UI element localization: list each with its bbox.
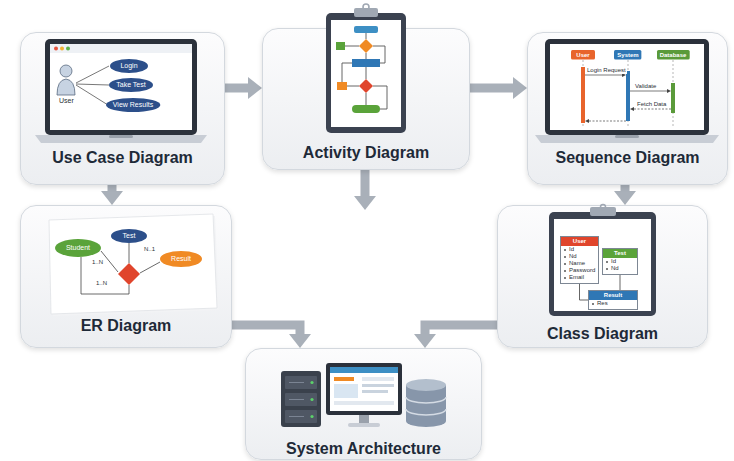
node-label: Student — [66, 244, 90, 252]
message-label: Login Request — [586, 67, 627, 74]
bullet-dot — [564, 263, 566, 265]
class-name: User — [573, 238, 586, 245]
cardinality-label: 1..N — [95, 280, 108, 287]
message-label: Fetch Data — [636, 101, 667, 108]
bullet-dot — [606, 261, 608, 263]
bullet-dot — [606, 268, 608, 270]
association-line — [620, 275, 621, 290]
connector-line — [621, 185, 630, 191]
class-name: Test — [614, 250, 626, 257]
class-field: Nd — [561, 253, 598, 260]
flow-arrow — [414, 325, 497, 348]
arrow-head — [513, 77, 527, 99]
class-box: ResultRes — [588, 290, 638, 310]
diagram-card: Class DiagramUserIdNdNamePasswordEmailTe… — [497, 205, 708, 348]
class-field: Res — [589, 300, 637, 307]
class-box: TestIdNd — [602, 248, 638, 275]
node-label: Take Test — [116, 81, 145, 89]
connector-line — [225, 84, 248, 93]
node-label: View Results — [113, 101, 153, 109]
connector-line — [232, 325, 300, 334]
flow-arrow — [225, 77, 262, 99]
class-field: Nd — [603, 265, 637, 272]
bullet-dot — [564, 249, 566, 251]
cardinality-label: 1..N — [91, 259, 104, 266]
actor-figure — [57, 65, 75, 95]
cardinality-label: N..1 — [143, 246, 156, 253]
entity-oval: View Results — [106, 98, 160, 112]
class-field: Password — [561, 267, 598, 274]
diagram-card: Use Case Diagram LoginTake TestView Resul… — [20, 32, 225, 185]
field-name: Res — [597, 300, 608, 307]
diagram-card: ER Diagram Student TestResult 1..N N..1 1..N — [20, 205, 232, 348]
database-cylinder — [406, 379, 446, 427]
arrow-head — [614, 191, 636, 205]
bullet-dot — [564, 277, 566, 279]
actor-name: User — [58, 97, 75, 105]
card-caption: Class Diagram — [547, 325, 658, 343]
card-caption: System Architecture — [286, 440, 441, 458]
card-caption: Activity Diagram — [303, 144, 429, 162]
diagram-card: Sequence Diagram User System DatabaseLogin … — [527, 32, 728, 185]
field-name: Email — [569, 274, 584, 281]
class-header: Test — [603, 249, 637, 258]
flow-arrow — [614, 185, 636, 205]
lifeline-header: Database — [657, 50, 690, 60]
arrow-head — [248, 77, 262, 99]
connector-line — [470, 84, 513, 93]
class-field: Id — [561, 246, 598, 253]
class-field: Name — [561, 260, 598, 267]
node-label: System — [617, 52, 638, 59]
server-rack — [281, 371, 321, 427]
connector-line — [580, 284, 589, 300]
card-caption: Sequence Diagram — [555, 149, 699, 167]
field-name: Id — [611, 258, 616, 265]
node-label: Database — [660, 52, 687, 59]
bullet-dot — [564, 256, 566, 258]
class-header: Result — [589, 291, 637, 300]
lifeline-header: System — [614, 50, 641, 60]
node-label: Result — [171, 255, 191, 263]
diagram-card: System Architecture — [245, 348, 482, 460]
field-name: Nd — [611, 265, 619, 272]
node-label: Test — [123, 232, 136, 240]
class-field: Email — [561, 274, 598, 281]
monitor — [326, 363, 402, 427]
diagram-card: Activity Diagram — [262, 28, 470, 170]
field-name: Nd — [569, 253, 577, 260]
node-label: User — [576, 52, 589, 59]
class-box: UserIdNdNamePasswordEmail — [560, 236, 599, 284]
entity-oval: Test — [111, 229, 147, 243]
class-field: Id — [603, 258, 637, 265]
card-caption: Use Case Diagram — [52, 149, 193, 167]
entity-oval: Student — [55, 239, 101, 257]
class-header: User — [561, 237, 598, 246]
entity-oval: Take Test — [109, 78, 153, 92]
arrow-head — [101, 191, 123, 205]
arrow-head — [289, 334, 311, 348]
association-line — [580, 284, 589, 300]
connector-line — [108, 185, 117, 191]
node-label: Login — [120, 62, 137, 70]
class-name: Result — [604, 292, 622, 299]
lifeline-header: User — [571, 50, 595, 60]
field-name: Id — [569, 246, 574, 253]
message-label: Validate — [634, 83, 657, 90]
connector-line — [425, 325, 497, 334]
entity-oval: Login — [110, 59, 148, 73]
flow-arrow — [470, 77, 527, 99]
bullet-dot — [592, 303, 594, 305]
field-name: Name — [569, 260, 585, 267]
arrow-head — [414, 334, 436, 348]
bullet-dot — [564, 270, 566, 272]
entity-oval: Result — [160, 251, 202, 267]
flow-arrow — [232, 325, 311, 348]
connector-line — [620, 275, 621, 290]
field-name: Password — [569, 267, 595, 274]
card-caption: ER Diagram — [81, 317, 172, 335]
flow-arrow — [101, 185, 123, 205]
